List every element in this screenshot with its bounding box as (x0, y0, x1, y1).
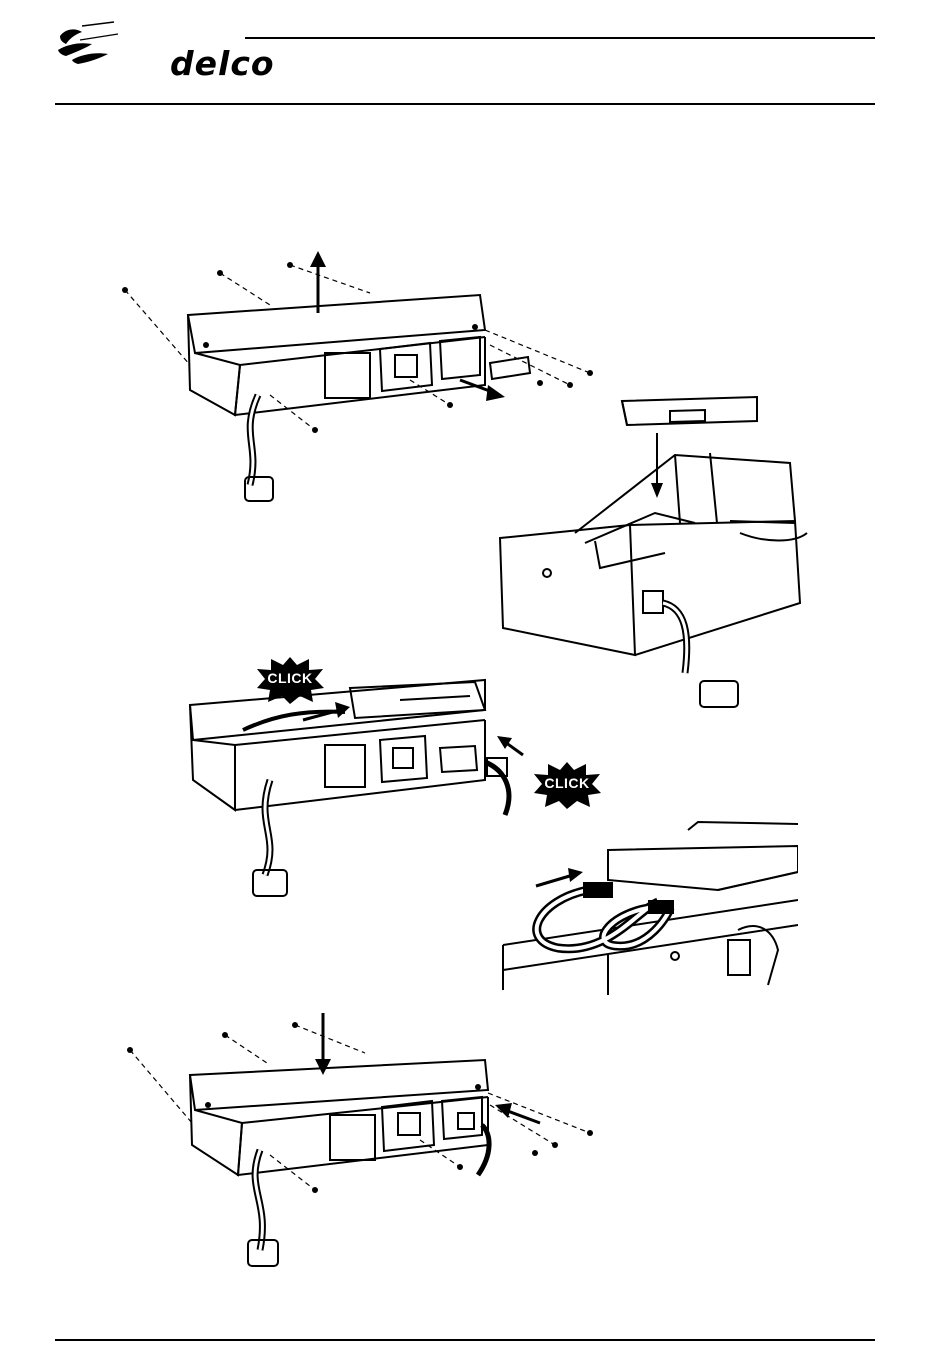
click-badge-top: CLICK (255, 655, 325, 705)
footer-rule (55, 1339, 875, 1341)
delco-logo: delco (52, 18, 242, 68)
page-header: delco (0, 0, 950, 110)
figure-insert-module (495, 393, 815, 713)
insert-module-illustration (495, 393, 815, 713)
delco-emblem-icon (52, 18, 122, 68)
click-badge-right: CLICK (532, 760, 602, 810)
figure-connect-cables (185, 650, 525, 900)
figure-cable-routing (498, 820, 798, 1000)
brand-wordmark: delco (170, 46, 275, 82)
figure-refit-cover (120, 1005, 620, 1290)
header-rule-bottom (55, 103, 875, 105)
click-label-top: CLICK (255, 670, 325, 686)
header-rule-top (245, 37, 875, 39)
cable-routing-illustration (498, 820, 798, 1000)
connect-cables-illustration (185, 650, 525, 900)
refit-cover-illustration (120, 1005, 620, 1290)
click-label-right: CLICK (532, 775, 602, 791)
